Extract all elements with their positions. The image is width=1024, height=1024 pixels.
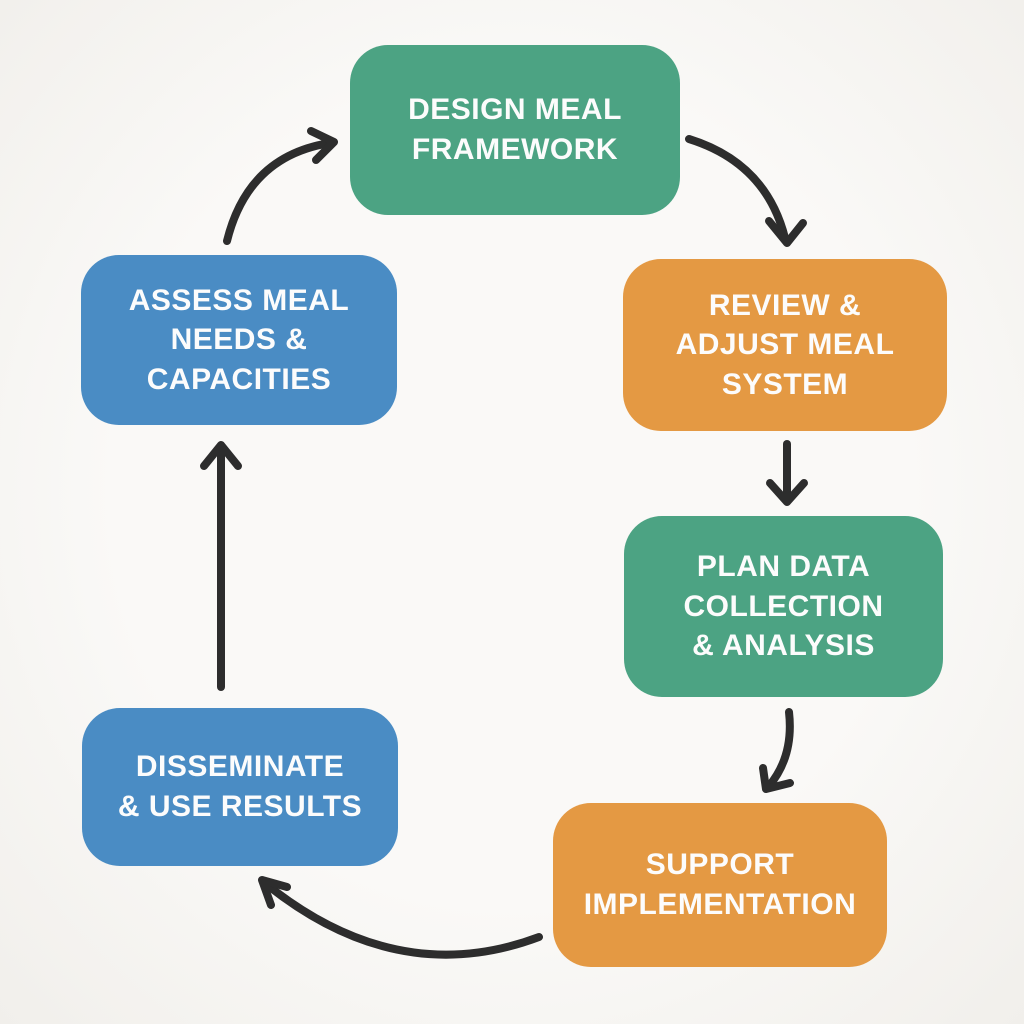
node-assess-meal-needs-capacities: ASSESS MEAL NEEDS & CAPACITIES	[81, 255, 397, 425]
arrow-review-to-plan	[766, 440, 808, 506]
arrow-shaft	[765, 708, 794, 790]
arrowhead-icon	[200, 441, 242, 470]
arrow-shaft	[262, 880, 543, 959]
node-design-label: DESIGN MEAL FRAMEWORK	[408, 93, 622, 166]
node-review-adjust-meal-system: REVIEW & ADJUST MEAL SYSTEM	[623, 259, 947, 431]
arrow-shaft	[223, 139, 334, 245]
node-design-meal-framework: DESIGN MEAL FRAMEWORK	[350, 45, 680, 215]
arrow-shaft	[685, 135, 789, 242]
node-plan-label: PLAN DATA COLLECTION & ANALYSIS	[683, 550, 884, 663]
node-plan-data-collection-analysis: PLAN DATA COLLECTION & ANALYSIS	[624, 516, 943, 697]
arrow-assess-to-design	[223, 127, 338, 245]
node-disseminate-use-results: DISSEMINATE & USE RESULTS	[82, 708, 398, 866]
node-support-label: SUPPORT IMPLEMENTATION	[583, 848, 857, 921]
arrow-support-to-disseminate	[258, 876, 543, 959]
node-disseminate-label: DISSEMINATE & USE RESULTS	[117, 750, 363, 823]
node-support-implementation: SUPPORT IMPLEMENTATION	[553, 803, 887, 967]
arrowhead-icon	[765, 217, 807, 247]
node-review-label: REVIEW & ADJUST MEAL SYSTEM	[675, 288, 895, 401]
arrowhead-icon	[307, 127, 338, 164]
arrow-disseminate-to-assess	[200, 441, 242, 691]
arrowhead-icon	[766, 479, 808, 506]
arrow-plan-to-support	[759, 708, 794, 793]
arrowhead-icon	[759, 764, 794, 793]
node-assess-label: ASSESS MEAL NEEDS & CAPACITIES	[128, 283, 350, 396]
arrow-design-to-review	[685, 135, 807, 247]
arrowhead-icon	[258, 876, 291, 909]
